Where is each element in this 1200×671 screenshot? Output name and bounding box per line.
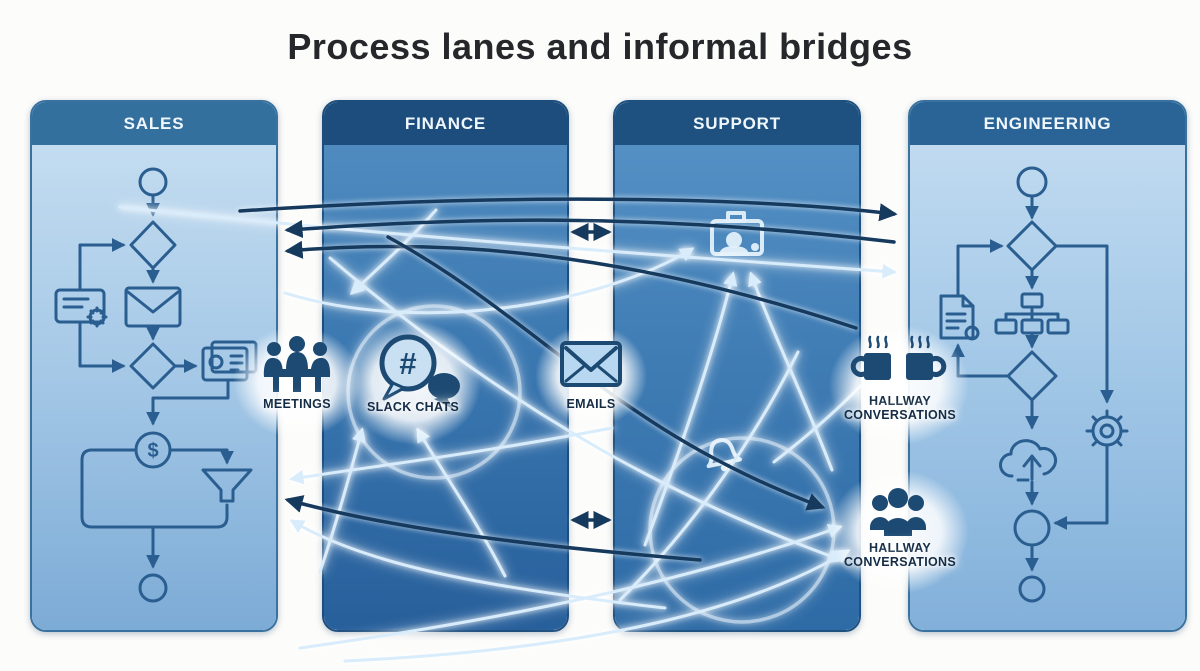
sales-decision-diamond-1	[129, 220, 177, 270]
sales-mail-task-icon	[124, 286, 182, 328]
coffee-mugs-icon	[850, 335, 947, 380]
lane-finance-header: FINANCE	[324, 102, 567, 145]
page-title: Process lanes and informal bridges	[287, 26, 913, 67]
sales-flowchart: $	[54, 167, 258, 603]
meeting-table-icon	[263, 336, 331, 392]
eng-join-circle	[1013, 509, 1051, 547]
eng-decision-diamond-1	[1006, 220, 1058, 272]
bridge-label-slack-chats: SLACK CHATS	[367, 400, 459, 414]
hashtag-chat-bubbles-icon: #	[379, 334, 460, 409]
sales-start-circle	[138, 167, 168, 197]
eng-cloud-upload-icon	[999, 439, 1058, 482]
eng-document-with-gear-icon	[939, 294, 980, 341]
hash-glyph: #	[399, 346, 416, 381]
bridge-label-meetings: MEETINGS	[263, 397, 331, 411]
informal-arrows-dark	[238, 197, 898, 562]
support-agent-icon	[710, 211, 764, 256]
lane-finance-label: FINANCE	[404, 113, 487, 133]
lane-engineering-header: ENGINEERING	[910, 102, 1185, 145]
eng-decision-diamond-2	[1006, 350, 1058, 402]
sales-decision-diamond-2	[129, 342, 177, 390]
lane-support-header: SUPPORT	[615, 102, 859, 145]
sales-dollar-event-icon: $	[134, 431, 172, 469]
dollar-glyph: $	[147, 440, 158, 462]
eng-sitemap-task-icon	[994, 292, 1070, 335]
lane-sales-label: SALES	[123, 113, 185, 133]
bridge-label-emails: EMAILS	[566, 397, 616, 411]
lane-support-label: SUPPORT	[693, 113, 781, 133]
lane-engineering-label: ENGINEERING	[983, 113, 1112, 133]
sales-end-circle	[138, 573, 168, 603]
bridge-label-hallway-top: HALLWAY CONVERSATIONS	[843, 394, 956, 423]
bridge-label-hallway-bottom: HALLWAY CONVERSATIONS	[843, 541, 956, 570]
envelope-icon	[560, 341, 622, 387]
lane-sales-header: SALES	[32, 102, 276, 145]
sales-note-with-gear-icon	[54, 288, 108, 328]
sales-funnel-icon	[201, 468, 253, 503]
eng-gear-icon	[1085, 409, 1129, 453]
informal-arrows-light	[118, 205, 897, 663]
people-group-icon	[870, 488, 926, 536]
bridge-icons: #	[263, 334, 947, 536]
eng-start-circle	[1016, 166, 1048, 198]
eng-end-circle	[1018, 575, 1046, 603]
